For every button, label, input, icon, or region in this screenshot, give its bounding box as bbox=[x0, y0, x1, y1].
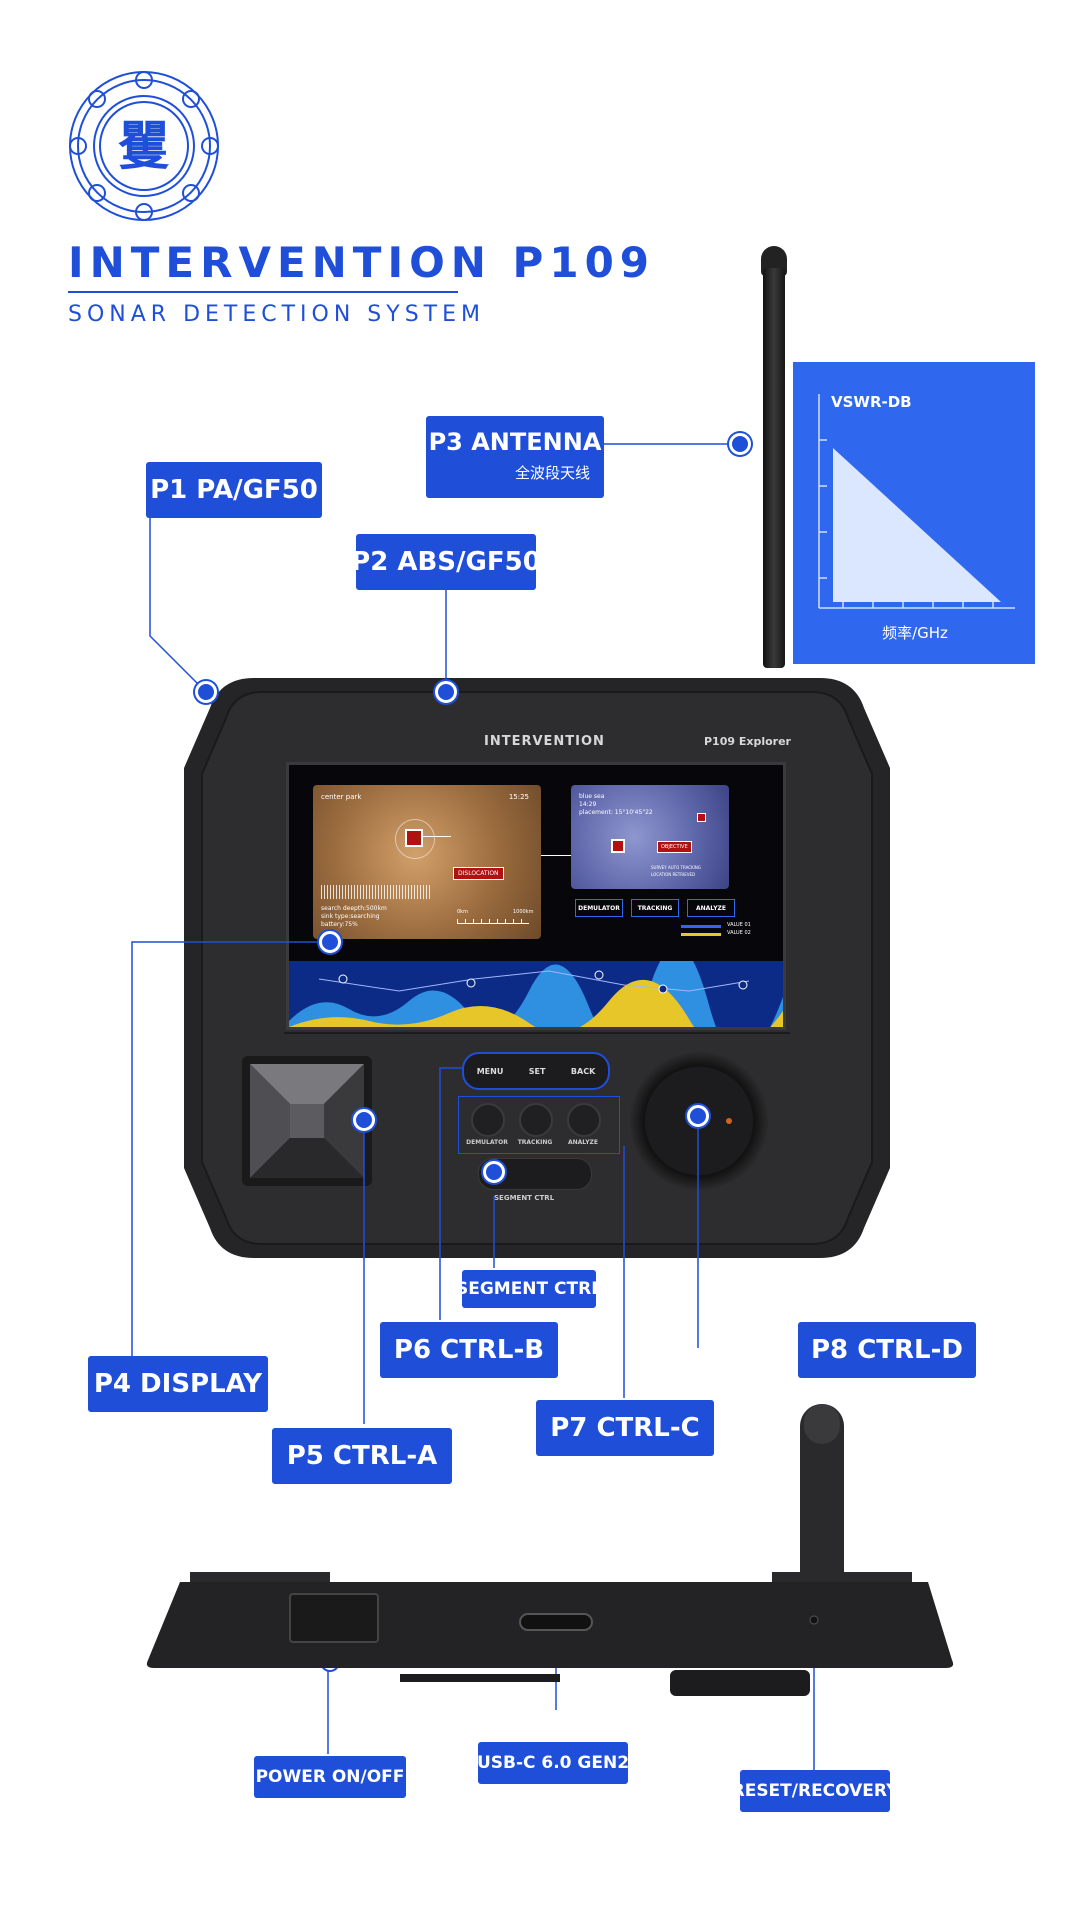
sonar-profile-strip bbox=[289, 961, 783, 1027]
callout-p2: P2 ABS/GF50 bbox=[351, 534, 541, 590]
vswr-chart-panel: VSWR-DB 频率/GHz bbox=[793, 362, 1035, 664]
p2-anchor-dot bbox=[435, 681, 457, 703]
reset-pinhole[interactable] bbox=[806, 1612, 822, 1628]
ctrl-a-dpad[interactable] bbox=[242, 1056, 372, 1186]
callout-p5: P5 CTRL-A bbox=[272, 1428, 452, 1484]
left-panel-time: 15:25 bbox=[508, 793, 529, 801]
right-line1: SURVEY AUTO TRACKING bbox=[651, 865, 701, 870]
callout-p7: P7 CTRL-C bbox=[536, 1400, 714, 1456]
tracking-label: TRACKING bbox=[517, 1139, 553, 1146]
callout-p6: P6 CTRL-B bbox=[380, 1322, 558, 1378]
vswr-area-series bbox=[833, 448, 1001, 602]
p8-anchor-dot bbox=[687, 1105, 709, 1127]
p5-anchor-dot bbox=[353, 1109, 375, 1131]
title-divider bbox=[68, 291, 458, 293]
scale-left: 0km bbox=[457, 909, 468, 915]
left-line1: search deepth:500km bbox=[321, 905, 387, 912]
screen-tracking-button[interactable]: TRACKING bbox=[631, 899, 679, 917]
svg-text:矍: 矍 bbox=[118, 117, 170, 177]
product-title: INTERVENTION P109 bbox=[68, 238, 656, 287]
p1-anchor-dot bbox=[195, 681, 217, 703]
callout-p3: P3 ANTENNA 全波段天线 bbox=[426, 416, 604, 498]
display-screen: center park 15:25 DISLOCATION search dee… bbox=[286, 762, 786, 1030]
objective-tag: OBJECTIVE bbox=[657, 841, 692, 853]
ctrl-c-button-group: DEMULATOR TRACKING ANALYZE bbox=[458, 1096, 620, 1154]
waveform bbox=[321, 885, 431, 899]
callout-p3-subtitle: 全波段天线 bbox=[514, 463, 590, 482]
vswr-x-axis-label: 频率/GHz bbox=[882, 624, 948, 642]
legend-value-02: VALUE 02 bbox=[727, 930, 751, 936]
p4-anchor-dot bbox=[319, 931, 341, 953]
callout-segment-ctrl: SEGMENT CTRL bbox=[456, 1270, 602, 1308]
objective-marker bbox=[611, 839, 625, 853]
back-button[interactable]: BACK bbox=[570, 1066, 596, 1076]
left-panel-place: center park bbox=[321, 793, 362, 801]
device-brand-label: INTERVENTION bbox=[484, 734, 605, 749]
screen-right-panel: blue sea 14:29 placement: 15°10'45"22 OB… bbox=[571, 785, 729, 889]
device-side-view bbox=[146, 1404, 954, 1696]
segment-anchor-dot bbox=[483, 1161, 505, 1183]
p3-anchor-dot bbox=[729, 433, 751, 455]
brand-seal-logo: 矍 bbox=[69, 71, 219, 221]
usb-c-port bbox=[520, 1614, 592, 1630]
left-line2: sink type:searching bbox=[321, 913, 380, 920]
callout-p4: P4 DISPLAY bbox=[88, 1356, 268, 1412]
vswr-chart: VSWR-DB 频率/GHz bbox=[818, 393, 1015, 642]
callout-power: POWER ON/OFF bbox=[254, 1756, 406, 1798]
right-panel-time: 14:29 bbox=[579, 801, 597, 808]
scale-right: 1000km bbox=[513, 909, 534, 915]
menu-button[interactable]: MENU bbox=[476, 1066, 504, 1076]
callout-usb: USB-C 6.0 GEN2 bbox=[477, 1742, 629, 1784]
dislocation-tag: DISLOCATION bbox=[453, 867, 504, 880]
callout-reset: RESET/RECOVERY bbox=[732, 1770, 898, 1812]
callout-p8: P8 CTRL-D bbox=[798, 1322, 976, 1378]
callout-p3-title: P3 ANTENNA bbox=[428, 427, 602, 456]
legend-value-01: VALUE 01 bbox=[727, 922, 751, 928]
demulator-label: DEMULATOR bbox=[466, 1139, 508, 1146]
analyze-round-button[interactable] bbox=[567, 1103, 601, 1137]
right-panel-coords: placement: 15°10'45"22 bbox=[579, 809, 653, 816]
screen-left-panel: center park 15:25 DISLOCATION search dee… bbox=[313, 785, 541, 939]
objective-marker-small bbox=[697, 813, 706, 822]
right-panel-place: blue sea bbox=[579, 793, 605, 800]
left-line3: battery:75% bbox=[321, 921, 358, 928]
callout-p1: P1 PA/GF50 bbox=[146, 462, 322, 518]
segment-ctrl-label: SEGMENT CTRL bbox=[494, 1194, 555, 1202]
screen-analyze-button[interactable]: ANALYZE bbox=[687, 899, 735, 917]
ctrl-b-menu-bar: MENU SET BACK bbox=[462, 1052, 610, 1090]
vswr-chart-title: VSWR-DB bbox=[831, 393, 912, 411]
tracking-round-button[interactable] bbox=[519, 1103, 553, 1137]
analyze-label: ANALYZE bbox=[568, 1139, 598, 1146]
product-subtitle: SONAR DETECTION SYSTEM bbox=[68, 302, 485, 327]
set-button[interactable]: SET bbox=[528, 1066, 546, 1076]
device-model-label: P109 Explorer bbox=[704, 735, 791, 748]
screen-demulator-button[interactable]: DEMULATOR bbox=[575, 899, 623, 917]
right-line2: LOCATION RETRIEVED bbox=[651, 872, 696, 877]
antenna bbox=[757, 246, 791, 686]
demulator-round-button[interactable] bbox=[471, 1103, 505, 1137]
device-front: INTERVENTION P109 Explorer center park 1… bbox=[184, 678, 890, 1258]
power-button[interactable] bbox=[290, 1594, 378, 1642]
